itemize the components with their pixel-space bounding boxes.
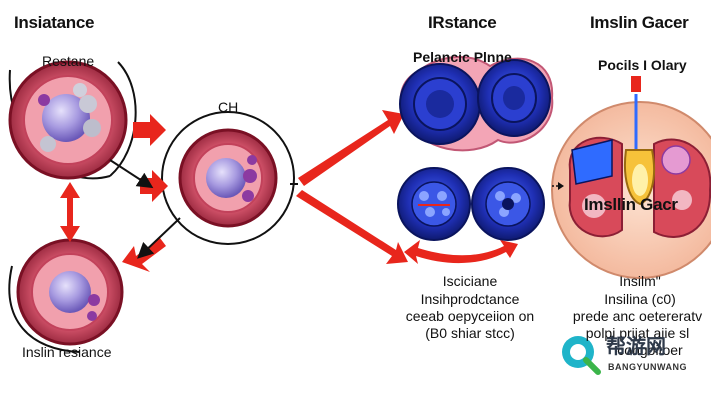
right-caption-2: Insilina (c0) (604, 291, 676, 307)
title-middle: IRstance (428, 13, 497, 32)
red-arrows-left (60, 110, 518, 272)
label-organ-center: Imsllin Gacr (584, 195, 678, 214)
right-caption-4: polpi prijat aiie sl (585, 325, 690, 341)
pancreas-panel-top (399, 55, 554, 152)
organ-cross-section (551, 76, 711, 279)
label-center-cell: CH (218, 99, 239, 115)
watermark-chinese: 帮游网 (606, 334, 666, 358)
watermark-latin: BANGYUNWANG (608, 362, 687, 372)
middle-caption-4: (B0 shiar stcc) (425, 325, 515, 341)
center-cell (161, 111, 295, 245)
top-left-cell (8, 60, 137, 180)
middle-caption-1: Isciciane (442, 273, 498, 289)
pancreas-panel-bottom (397, 167, 545, 241)
label-bottom-left-cell: Inslin resiance (22, 344, 112, 360)
middle-caption-3: ceeab oepyceiion on (405, 308, 535, 324)
right-caption-1: Insilm" (619, 273, 661, 289)
right-caption-3: prede anc oetereratv (572, 308, 703, 324)
title-right: Imslin Gacer (590, 13, 689, 32)
middle-caption-2: Insihprodctance (420, 291, 520, 307)
bottom-left-cell (8, 238, 124, 353)
right-caption-5: congoitoer (617, 342, 683, 358)
watermark-logo (562, 336, 601, 375)
label-pituitary: Pocils I Olary (598, 57, 687, 73)
label-pancreas-panel: Pelancic Plnne (413, 49, 512, 65)
black-arrows (109, 159, 298, 259)
title-left: Insiatance (14, 13, 95, 32)
label-top-left-cell: Restane (42, 53, 95, 69)
